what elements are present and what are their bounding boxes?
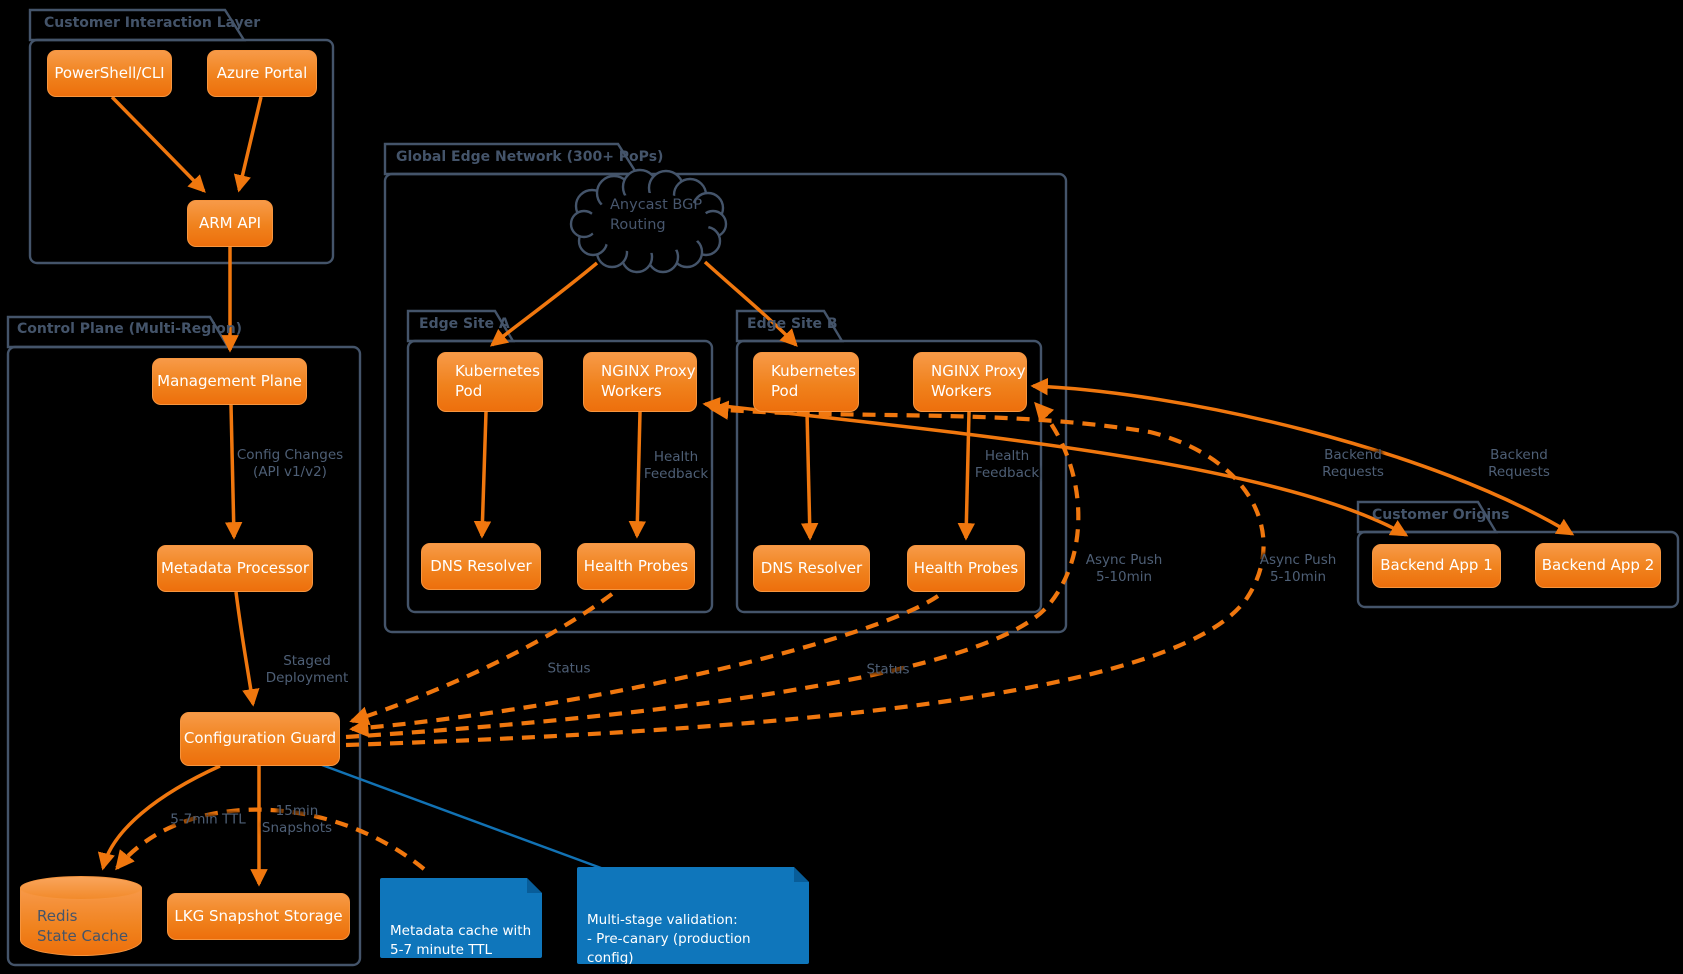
redis-cylinder-top [20, 876, 142, 900]
solid-edges [97, 95, 1575, 887]
dashed-edges [115, 400, 1266, 871]
node-redis-state-cache: Redis State Cache [20, 876, 142, 956]
edge-label-snapshots: 15min Snapshots [261, 803, 333, 836]
node-configuration-guard: Configuration Guard [180, 712, 340, 766]
node-nginx-proxy-workers-b: NGINX Proxy Workers [913, 352, 1027, 412]
edge-label-config-changes: Config Changes (API v1/v2) [236, 447, 344, 480]
edge-metadata-to-guard [234, 591, 260, 707]
cluster-control-plane [6, 315, 362, 967]
edge-label-ttl: 5-7min TTL [170, 811, 246, 828]
edge-pod-b-to-dns-b [800, 411, 819, 541]
cluster-title-customer-interaction: Customer Interaction Layer [44, 15, 261, 31]
edge-label-async-push-a: Async Push 5-10min [1085, 552, 1163, 585]
anycast-cloud-shape [569, 168, 728, 274]
edge-nginx-b-to-probes-b [957, 411, 976, 541]
note-metadata-cache: Metadata cache with 5-7 minute TTL cause… [380, 878, 542, 958]
edge-mgmt-to-metadata [224, 404, 243, 540]
node-backend-app-2: Backend App 2 [1535, 543, 1661, 588]
cluster-title-control-plane: Control Plane (Multi-Region) [17, 321, 243, 337]
edge-nginx-a-to-probes-a [628, 411, 647, 539]
note-multi-stage: Multi-stage validation: - Pre-canary (pr… [577, 867, 809, 964]
node-azure-portal: Azure Portal [207, 50, 317, 97]
node-health-probes-b: Health Probes [907, 545, 1025, 592]
edge-label-backend-requests-1: Backend Requests [1322, 447, 1384, 480]
cluster-title-customer-origins: Customer Origins [1372, 507, 1510, 523]
note-connector-line [321, 763, 602, 870]
edge-label-health-feedback-b: Health Feedback [974, 448, 1040, 481]
edge-async-push-to-nginx-a [345, 400, 1266, 748]
node-backend-app-1: Backend App 1 [1372, 544, 1501, 588]
edge-async-push-to-nginx-b [345, 401, 1081, 740]
edge-label-backend-requests-2: Backend Requests [1488, 447, 1550, 480]
edge-powershell-to-armapi [110, 95, 206, 193]
node-lkg-snapshot-storage: LKG Snapshot Storage [167, 893, 350, 940]
anycast-bgp-node-label: Anycast BGP Routing [610, 197, 703, 233]
edge-note-to-redis [115, 807, 426, 871]
edge-label-async-push-b: Async Push 5-10min [1259, 552, 1337, 585]
node-powershell-cli: PowerShell/CLI [47, 50, 172, 97]
node-arm-api: ARM API [187, 200, 273, 247]
edge-portal-to-armapi [233, 96, 263, 193]
cluster-edge-site-a [406, 309, 714, 614]
node-management-plane: Management Plane [152, 358, 307, 405]
edge-guard-to-redis [97, 764, 221, 871]
node-dns-resolver-b: DNS Resolver [753, 545, 870, 592]
cluster-title-edge-site-b: Edge Site B [747, 316, 838, 332]
node-health-probes-a: Health Probes [577, 543, 695, 590]
cluster-title-global-edge: Global Edge Network (300+ PoPs) [396, 149, 664, 165]
edge-label-status-a: Status [547, 660, 591, 677]
node-kubernetes-pod-a: Kubernetes Pod [437, 352, 543, 412]
node-nginx-proxy-workers-a: NGINX Proxy Workers [583, 352, 697, 412]
node-dns-resolver-a: DNS Resolver [421, 543, 541, 590]
edge-label-staged-deployment: Staged Deployment [265, 653, 349, 686]
edge-pod-a-to-dns-a [473, 411, 492, 539]
edge-label-health-feedback-a: Health Feedback [643, 449, 709, 482]
edge-anycast-to-pod-b [703, 260, 798, 347]
cluster-customer-interaction [28, 8, 335, 265]
cluster-title-edge-site-a: Edge Site A [419, 316, 510, 332]
edge-nginx-b-backend-2 [1030, 377, 1575, 536]
edge-status-b [349, 594, 940, 738]
node-kubernetes-pod-b: Kubernetes Pod [753, 352, 859, 412]
redis-state-cache-label: Redis State Cache [37, 907, 129, 946]
edge-label-status-b: Status [866, 661, 910, 678]
edge-anycast-to-pod-a [489, 261, 599, 347]
node-metadata-processor: Metadata Processor [157, 545, 313, 592]
